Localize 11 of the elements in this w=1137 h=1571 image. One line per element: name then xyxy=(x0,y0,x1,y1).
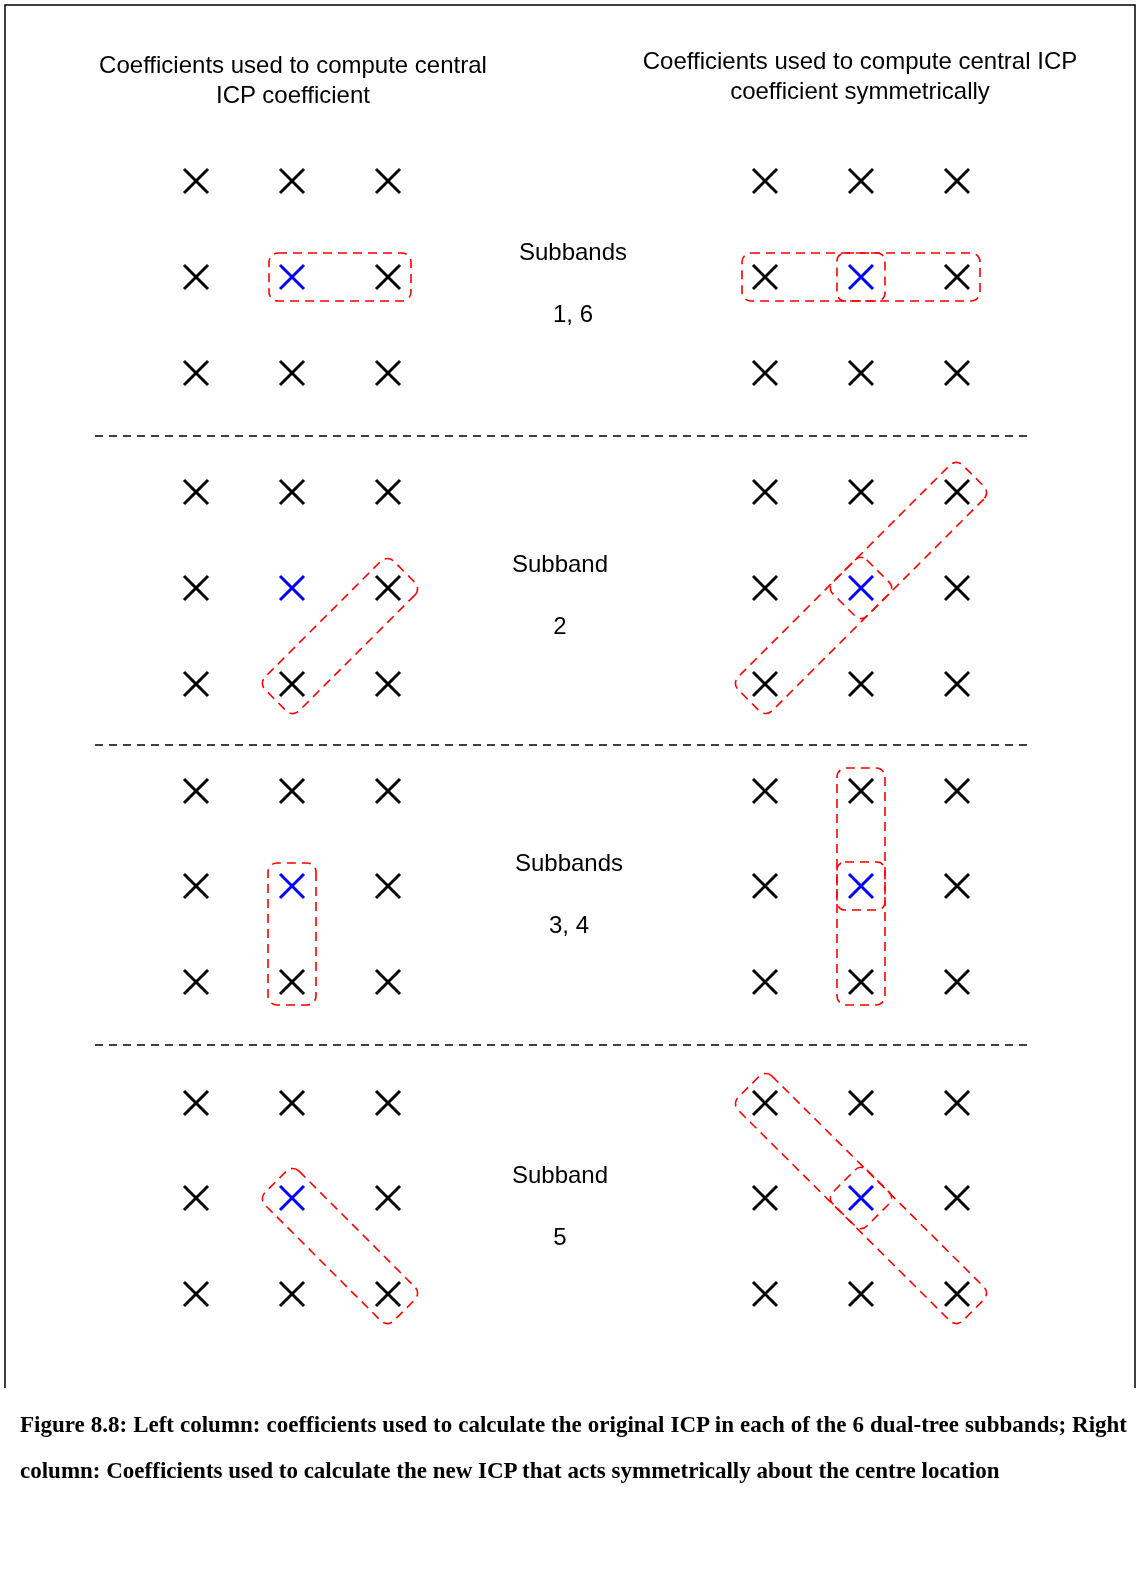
subband-label: 1, 6 xyxy=(552,299,594,329)
subband-label: Subbands xyxy=(517,237,629,267)
subband-label: Subband xyxy=(510,549,610,579)
subband-label: Subband xyxy=(510,1160,610,1190)
subband-label: 5 xyxy=(552,1222,568,1252)
subband-label: Subbands xyxy=(513,848,625,878)
subband-label: 2 xyxy=(552,611,568,641)
column-heading: Coefficients used to compute central ICP coefficient xyxy=(98,50,488,110)
column-heading: Coefficients used to compute central ICP coefficient symmetrically xyxy=(641,46,1079,106)
figure-caption: Figure 8.8: Left column: coefficients used to calculate the original ICP in each of the 6 dual-tree subbands; Right column: Coefficients used to calculate the new ICP that acts symmetrically about the centre location xyxy=(20,1411,1127,1485)
subband-label: 3, 4 xyxy=(548,910,590,940)
